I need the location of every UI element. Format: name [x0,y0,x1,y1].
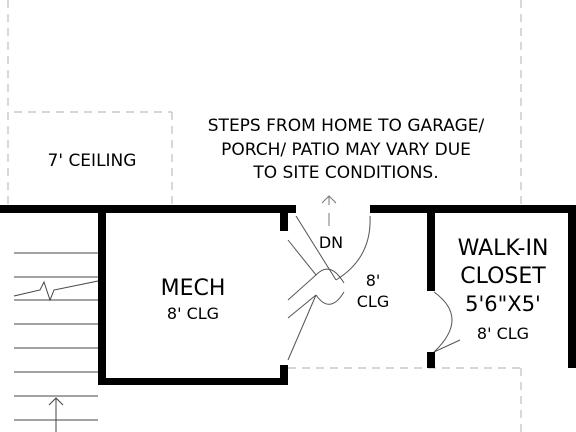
stair-direction-label: DN [319,233,343,252]
wall-mech-left [98,213,106,385]
closet-name-line-1: WALK-IN [458,236,549,261]
wall-door-jamb-left [288,205,296,213]
stair-door-swing [335,215,371,281]
ceiling-note-label: 7' CEILING [48,151,137,171]
mech-room-name: MECH [161,276,226,301]
wall-closet-left-top [427,213,435,291]
mech-door-arc-lower [315,291,345,305]
closet-ceiling: 8' CLG [477,324,529,343]
hall: 8' CLG [357,271,389,311]
mech-room: MECH 8' CLG [161,276,226,323]
steps-note-line-2: PORCH/ PATIO MAY VARY DUE [221,140,471,160]
walls-door-gap [288,205,378,213]
mech-room-ceiling: 8' CLG [167,304,219,323]
walk-in-closet: WALK-IN CLOSET 5'6"X5' 8' CLG [458,236,549,343]
steps-note: STEPS FROM HOME TO GARAGE/ PORCH/ PATIO … [208,116,485,183]
closet-door-swing [433,291,453,353]
mech-door-arc [315,268,345,284]
stair-arrow-icon [48,397,64,406]
wall-mech-right-bottom [280,365,288,385]
wall-door-jamb-right [370,205,378,213]
wall-closet-left-bottom [427,352,435,368]
steps-note-line-3: TO SITE CONDITIONS. [252,163,438,183]
doors [287,215,461,361]
wall-mech-right-top [280,213,288,231]
stair-break-line [13,280,99,302]
closet-name-line-2: CLOSET [460,264,546,289]
step-arrow-icon [321,195,337,204]
mech-door-swing [287,239,317,301]
hall-ceiling-label: CLG [357,292,389,311]
closet-door-leaf [433,339,461,353]
dashed-lines [7,0,522,432]
steps-note-line-1: STEPS FROM HOME TO GARAGE/ [208,116,485,136]
hall-ceiling-height: 8' [366,271,381,290]
staircase [13,252,99,432]
wall-mech-bottom [98,378,288,385]
wall-right-edge [568,213,576,368]
closet-dimensions: 5'6"X5' [465,292,541,316]
mech-door-swing-lower [287,294,317,361]
wall-gap-cover [288,205,370,213]
